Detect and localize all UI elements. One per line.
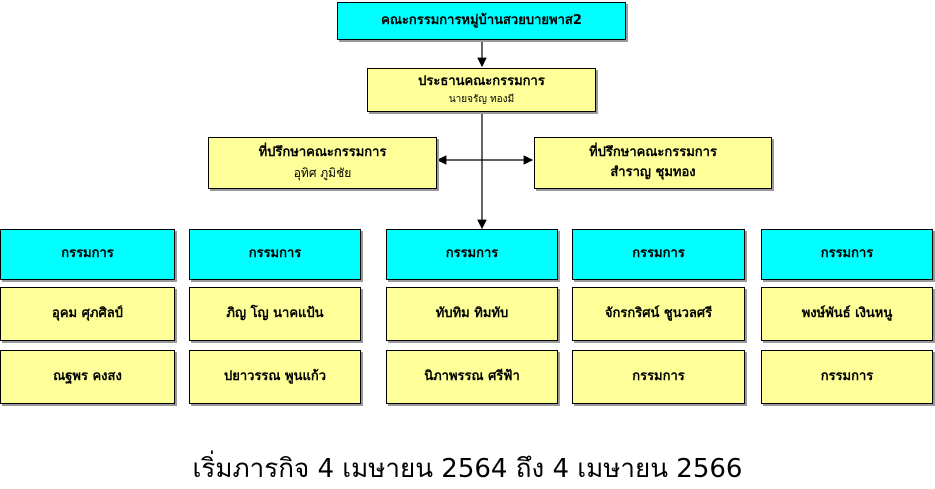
committee-header-5: กรรมการ (761, 229, 933, 280)
committee-title: คณะกรรมการหมู่บ้านสวยบายพาส2 (381, 12, 582, 28)
committee-header-label: กรรมการ (445, 246, 499, 262)
member-box-1b: ณฐพร คงสง (0, 350, 175, 404)
member-name: จักรกริศน์ ชูนวลศรี (604, 305, 713, 321)
committee-header-2: กรรมการ (189, 229, 361, 280)
member-name: ทับทิม ทิมทับ (435, 305, 509, 321)
member-name: ณฐพร คงสง (53, 368, 122, 384)
member-name: กรรมการ (632, 368, 685, 384)
advisor-left-name: อุทิศ ภูมิชัย (293, 165, 352, 180)
member-name: ปยาวรรณ พูนแก้ว (223, 368, 327, 384)
committee-title-box: คณะกรรมการหมู่บ้านสวยบายพาส2 (337, 2, 626, 40)
member-box-1a: อุคม ศุภศิลป์ (0, 287, 175, 341)
member-box-4a: จักรกริศน์ ชูนวลศรี (572, 287, 745, 341)
member-box-2a: ภิญ โญ นาคแป้น (189, 287, 361, 341)
member-name: กรรมการ (820, 368, 874, 384)
member-name: ภิญ โญ นาคแป้น (226, 305, 324, 321)
committee-header-1: กรรมการ (0, 229, 175, 280)
committee-header-4: กรรมการ (572, 229, 745, 280)
member-box-5a: พงษ์พันธ์ เงินหนู (761, 287, 933, 341)
committee-header-label: กรรมการ (248, 246, 302, 262)
chairman-name: นายจรัญ ทองมี (448, 93, 515, 105)
member-box-3b: นิภาพรรณ ศรีฟ้า (386, 350, 558, 404)
chairman-title: ประธานคณะกรรมการ (418, 73, 545, 89)
member-box-2b: ปยาวรรณ พูนแก้ว (189, 350, 361, 404)
term-dates: เริ่มภารกิจ 4 เมษายน 2564 ถึง 4 เมษายน 2… (192, 454, 743, 484)
member-box-5b: กรรมการ (761, 350, 933, 404)
member-name: พงษ์พันธ์ เงินหนู (801, 305, 893, 321)
committee-header-3: กรรมการ (386, 229, 558, 280)
committee-header-label: กรรมการ (632, 246, 685, 262)
advisor-box-right: ที่ปรึกษาคณะกรรมการ สำราญ ชุมทอง (534, 137, 772, 189)
advisor-box-left: ที่ปรึกษาคณะกรรมการ อุทิศ ภูมิชัย (208, 137, 437, 189)
member-name: นิภาพรรณ ศรีฟ้า (424, 368, 520, 384)
member-name: อุคม ศุภศิลป์ (52, 305, 123, 321)
advisor-left-title: ที่ปรึกษาคณะกรรมการ (258, 145, 387, 161)
member-box-4b: กรรมการ (572, 350, 745, 404)
member-box-3a: ทับทิม ทิมทับ (386, 287, 558, 341)
advisor-right-title: ที่ปรึกษาคณะกรรมการ (589, 144, 717, 160)
chairman-box: ประธานคณะกรรมการ นายจรัญ ทองมี (367, 68, 596, 112)
committee-header-label: กรรมการ (61, 246, 114, 262)
advisor-right-name: สำราญ ชุมทอง (610, 165, 696, 180)
committee-header-label: กรรมการ (820, 246, 874, 262)
